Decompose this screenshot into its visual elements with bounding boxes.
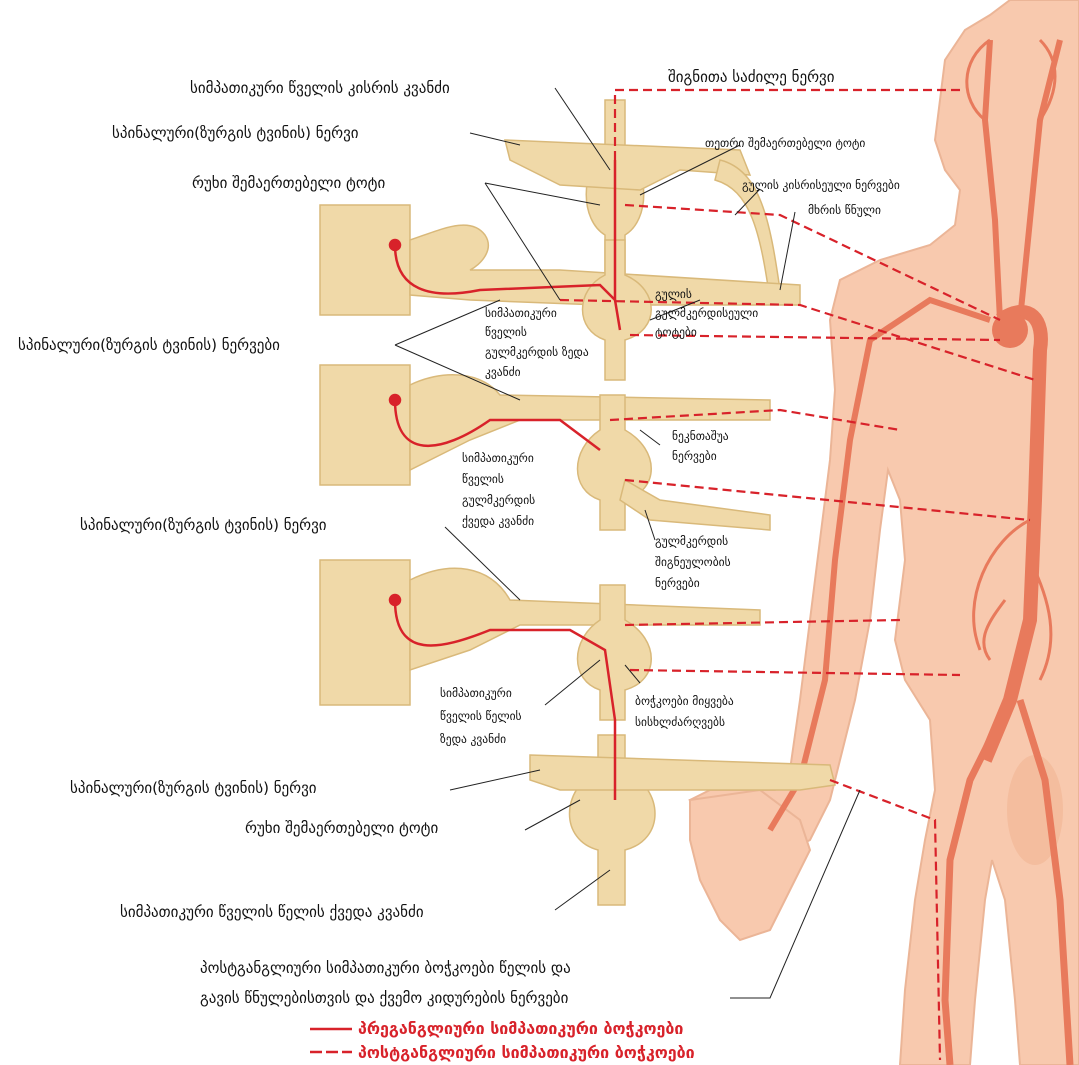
label-spinal-nerve-top: სპინალური(ზურგის ტვინის) ნერვი [112,124,359,142]
label-symp-lower-thoracic-4: ქვედა კვანძი [462,514,534,528]
label-rib-branch: მხრის წნული [808,203,881,217]
label-symp-upper-thoracic-3: გულმკერდის ზედა [485,345,589,359]
label-symp-upper-thoracic-4: კვანძი [485,365,521,379]
spinal-structures [320,100,835,905]
legend-preganglionic-label: პრეგანგლიური სიმპათიკური ბოჭკოები [358,1019,683,1038]
label-postgang-2: გავის წნულებისთვის და ქვემო კიდურების ნე… [200,989,569,1007]
label-gray-ramus-low: რუხი შემაერთებელი ტოტი [245,819,438,837]
label-fibers-vessels-2: სისხლძარღვებს [635,715,725,729]
label-gray-ramus-top: რუხი შემაერთებელი ტოტი [192,174,385,192]
label-neck-ganglion: სიმპათიკური წველის კისრის კვანძი [190,79,450,97]
label-symp-lower-lumbar: სიმპათიკური წველის წელის ქვედა კვანძი [120,903,424,921]
leader-intercostal [640,430,660,445]
label-white-ramus: თეთრი შემაერთებელი ტოტი [705,136,865,150]
label-intercostal-2: ნერვები [672,449,717,463]
label-spinal-nerve-low: სპინალური(ზურგის ტვინის) ნერვი [70,779,317,797]
label-postgang-1: პოსტგანგლიური სიმპათიკური ბოჭკოები წელის… [200,959,571,977]
label-splanchnic-2: შიგნეულობის [655,555,731,569]
label-symp-upper-thoracic-2: წველის [485,325,527,339]
spinal-cord-section-2 [320,365,410,485]
label-symp-lower-thoracic-1: სიმპათიკური [462,451,534,465]
label-symp-upper-lumbar-2: წველის წელის [440,709,522,723]
leader-rib [780,212,795,290]
leader-spinal-low [450,770,540,790]
neuron-2 [390,395,400,405]
label-symp-upper-lumbar-1: სიმპათიკური [440,686,512,700]
label-splanchnic-1: გულმკერდის [655,534,728,548]
label-fibers-vessels-1: ბოჭკოები მიყვება [635,694,734,708]
legend-postganglionic-label: პოსტგანგლიური სიმპათიკური ბოჭკოები [358,1043,695,1062]
legend: პრეგანგლიური სიმპათიკური ბოჭკოები პოსტგა… [310,1019,695,1062]
neuron-3 [390,595,400,605]
label-symp-upper-lumbar-3: ზედა კვანძი [440,732,506,746]
label-symp-lower-thoracic-2: წველის [462,472,504,486]
label-splanchnic-3: ნერვები [655,576,700,590]
label-cardiac-thoracic-1: გულის [655,287,692,301]
label-intercostal-1: ნეკნთაშუა [672,429,729,443]
label-spinal-nerve-mid2: სპინალური(ზურგის ტვინის) ნერვი [80,516,327,534]
label-cardiac-thoracic-3: ტოტები [655,325,697,339]
leader-spinal-top [470,133,520,145]
spinal-cord-section-3 [320,560,410,705]
label-internal-carotid: შიგნითა საძილე ნერვი [668,68,835,86]
human-body [690,0,1079,1065]
heart [992,312,1028,348]
neuron-1 [390,240,400,250]
label-spinal-nerves-mid: სპინალური(ზურგის ტვინის) ნერვები [18,336,280,354]
spinal-nerve-low-shape [530,755,835,790]
label-symp-lower-thoracic-3: გულმკერდის [462,493,535,507]
label-symp-upper-thoracic-1: სიმპათიკური [485,306,557,320]
label-cardiac-cervical: გულის კისრისეული ნერვები [742,178,900,192]
label-cardiac-thoracic-2: გულმკერდისეული [655,306,758,320]
